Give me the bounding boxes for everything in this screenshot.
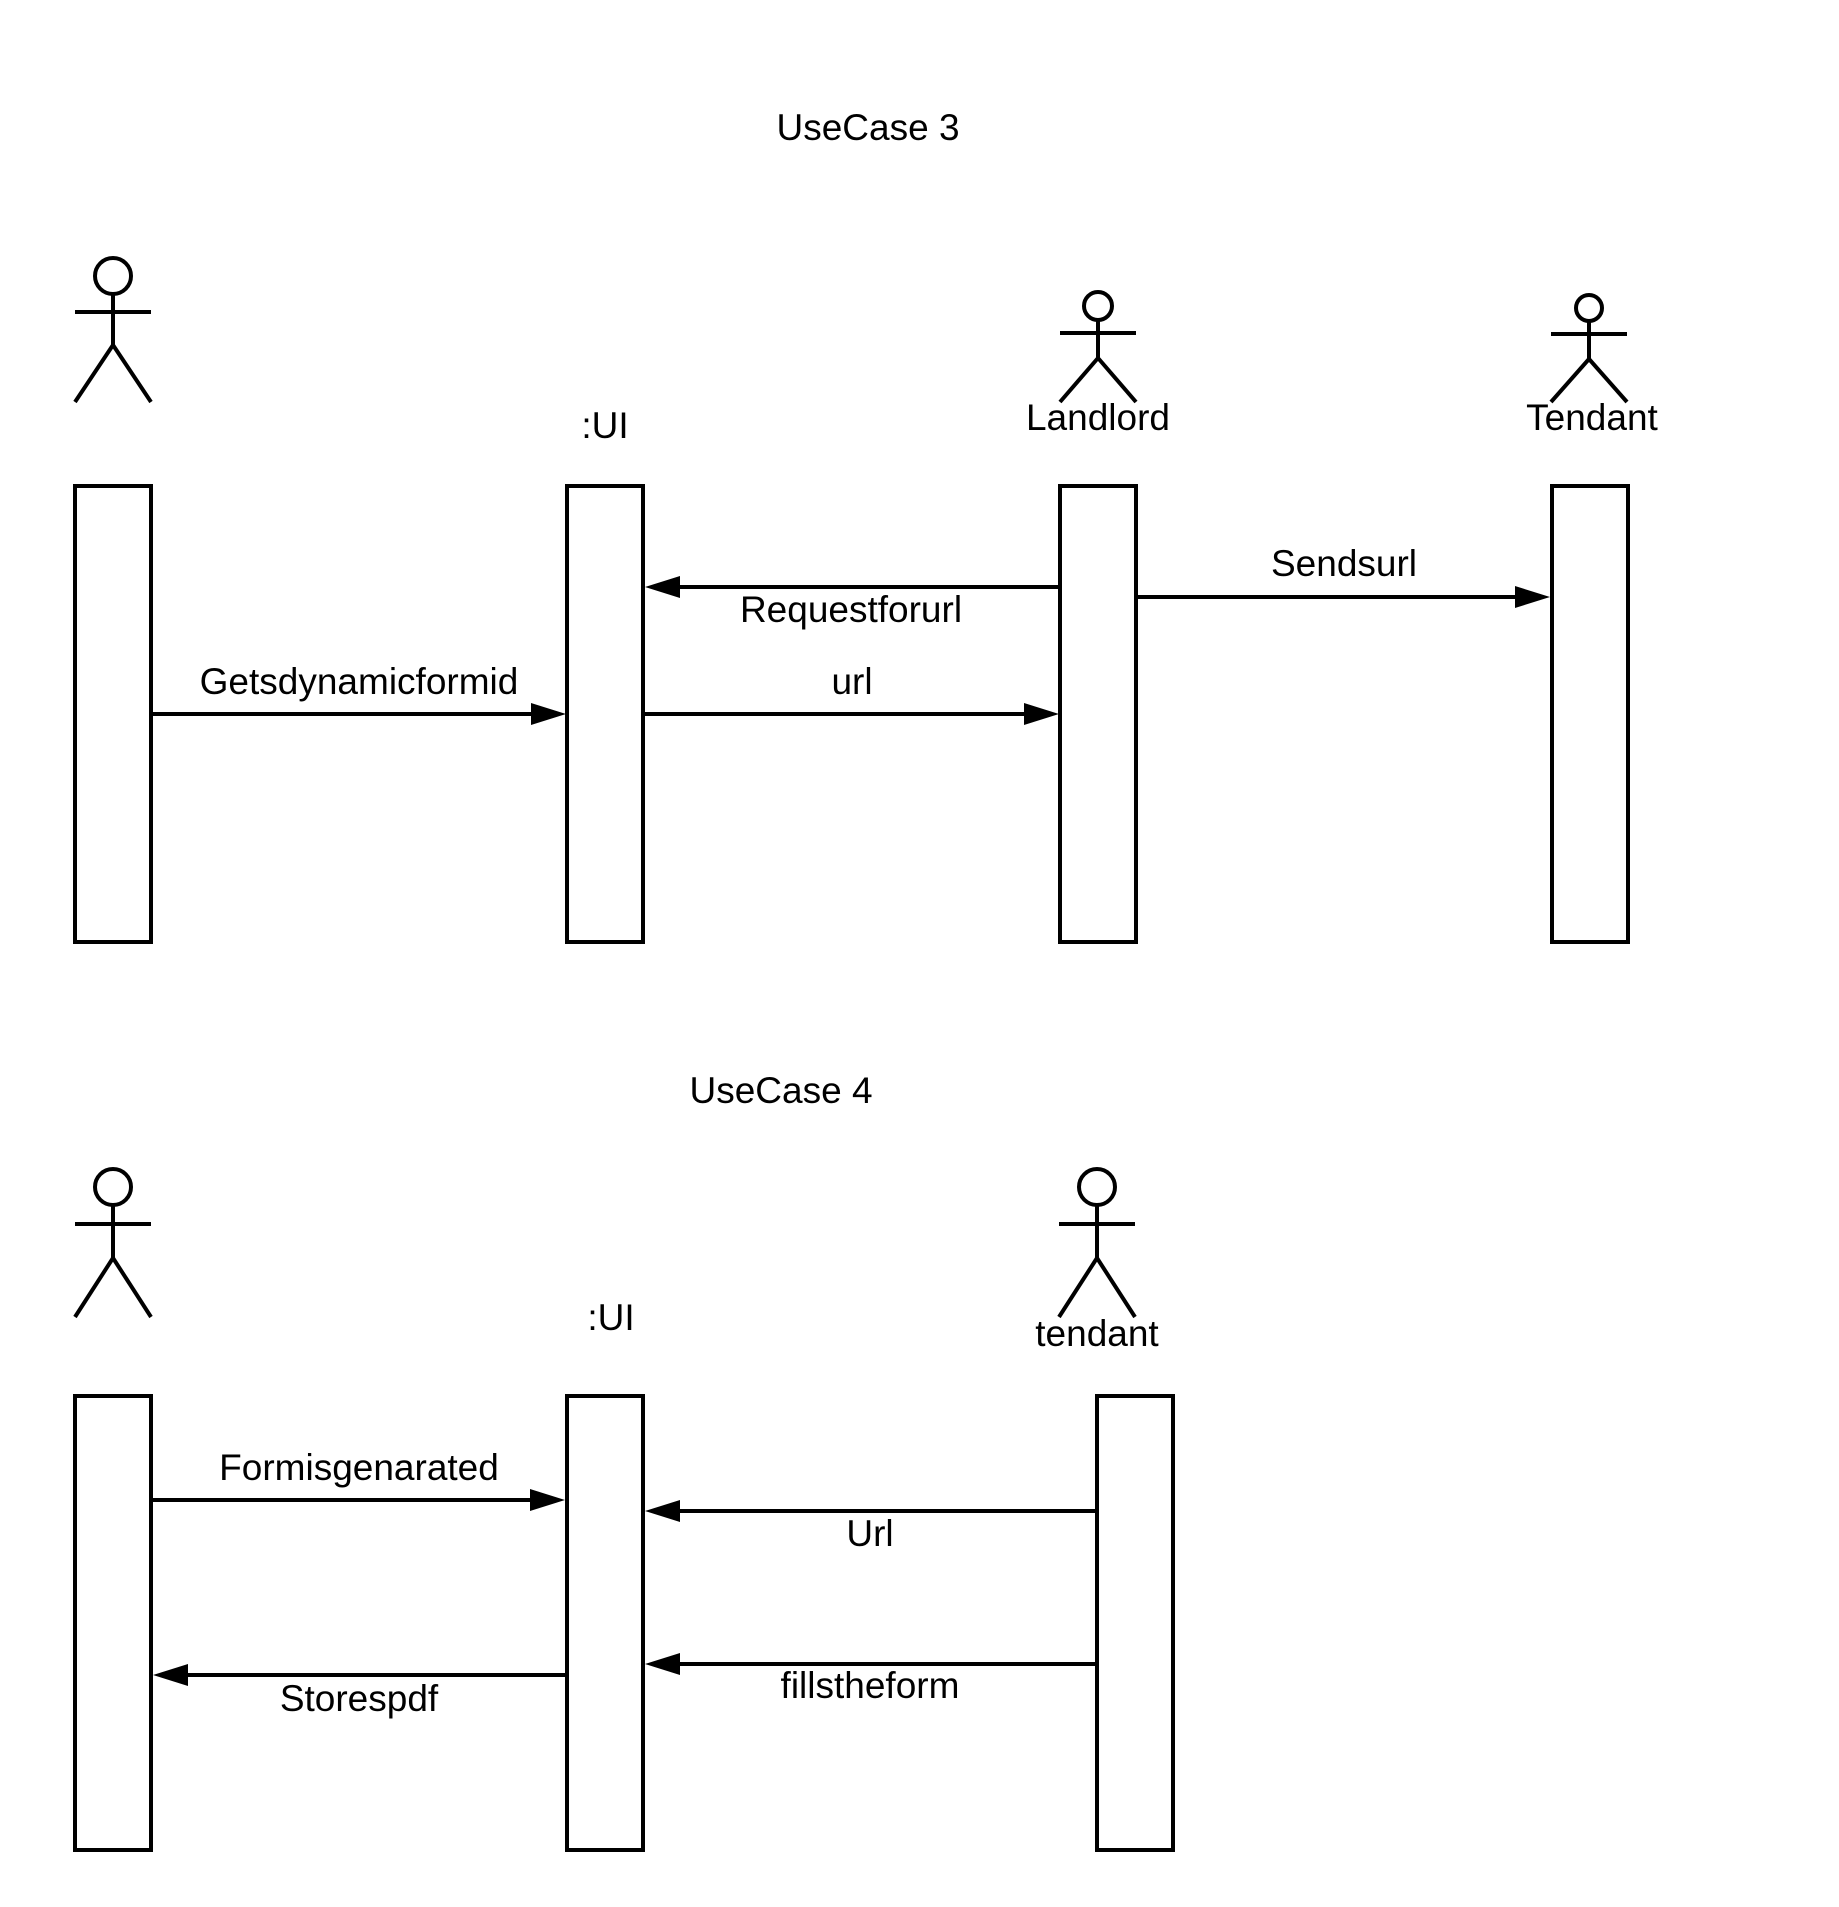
tendant-actor-icon (1549, 293, 1629, 404)
lifeline-box (73, 484, 153, 944)
participant-ui-label: :UI (587, 1297, 634, 1338)
landlord-actor-icon (1058, 290, 1138, 404)
lifeline-box (1550, 484, 1630, 944)
message-label-url: url (831, 661, 872, 702)
message-label-getsdynamicformid: Getsdynamicformid (200, 661, 519, 702)
lifeline-box (565, 1394, 645, 1852)
message-label-formisgenarated: Formisgenarated (219, 1447, 499, 1488)
usecase-4-title: UseCase 4 (689, 1070, 872, 1111)
message-arrow-requestforurl (645, 576, 1060, 598)
lifeline-box (73, 1394, 153, 1852)
message-label-storespdf: Storespdf (280, 1678, 439, 1719)
message-arrow-url (645, 1500, 1097, 1522)
message-arrow-formisgenarated (151, 1489, 565, 1511)
participant-ui-label: :UI (581, 405, 628, 446)
tendant-actor-icon (1057, 1167, 1137, 1319)
participant-tendant-label: tendant (1035, 1313, 1159, 1354)
actor-figure-icon (73, 256, 153, 404)
message-arrow-sendsurl (1136, 586, 1550, 608)
message-label-fillstheform: fillstheform (781, 1665, 960, 1706)
lifeline-box (565, 484, 645, 944)
message-label-sendsurl: Sendsurl (1271, 543, 1417, 584)
message-label-url: Url (846, 1513, 893, 1554)
message-arrow-storespdf (153, 1664, 567, 1686)
lifeline-box (1095, 1394, 1175, 1852)
participant-landlord-label: Landlord (1026, 397, 1170, 438)
message-arrow-url (643, 703, 1059, 725)
message-arrow-fillstheform (645, 1653, 1097, 1675)
usecase-3-diagram: UseCase 3 :UI Landlord Tendan (73, 107, 1659, 944)
participant-tendant-label: Tendant (1526, 397, 1658, 438)
lifeline-box (1058, 484, 1138, 944)
message-label-requestforurl: Requestforurl (740, 589, 962, 630)
usecase-3-title: UseCase 3 (776, 107, 959, 148)
message-arrow-getsdynamicformid (151, 703, 566, 725)
usecase-4-diagram: UseCase 4 :UI tendant Formisg (73, 1070, 1175, 1852)
actor-figure-icon (73, 1167, 153, 1319)
